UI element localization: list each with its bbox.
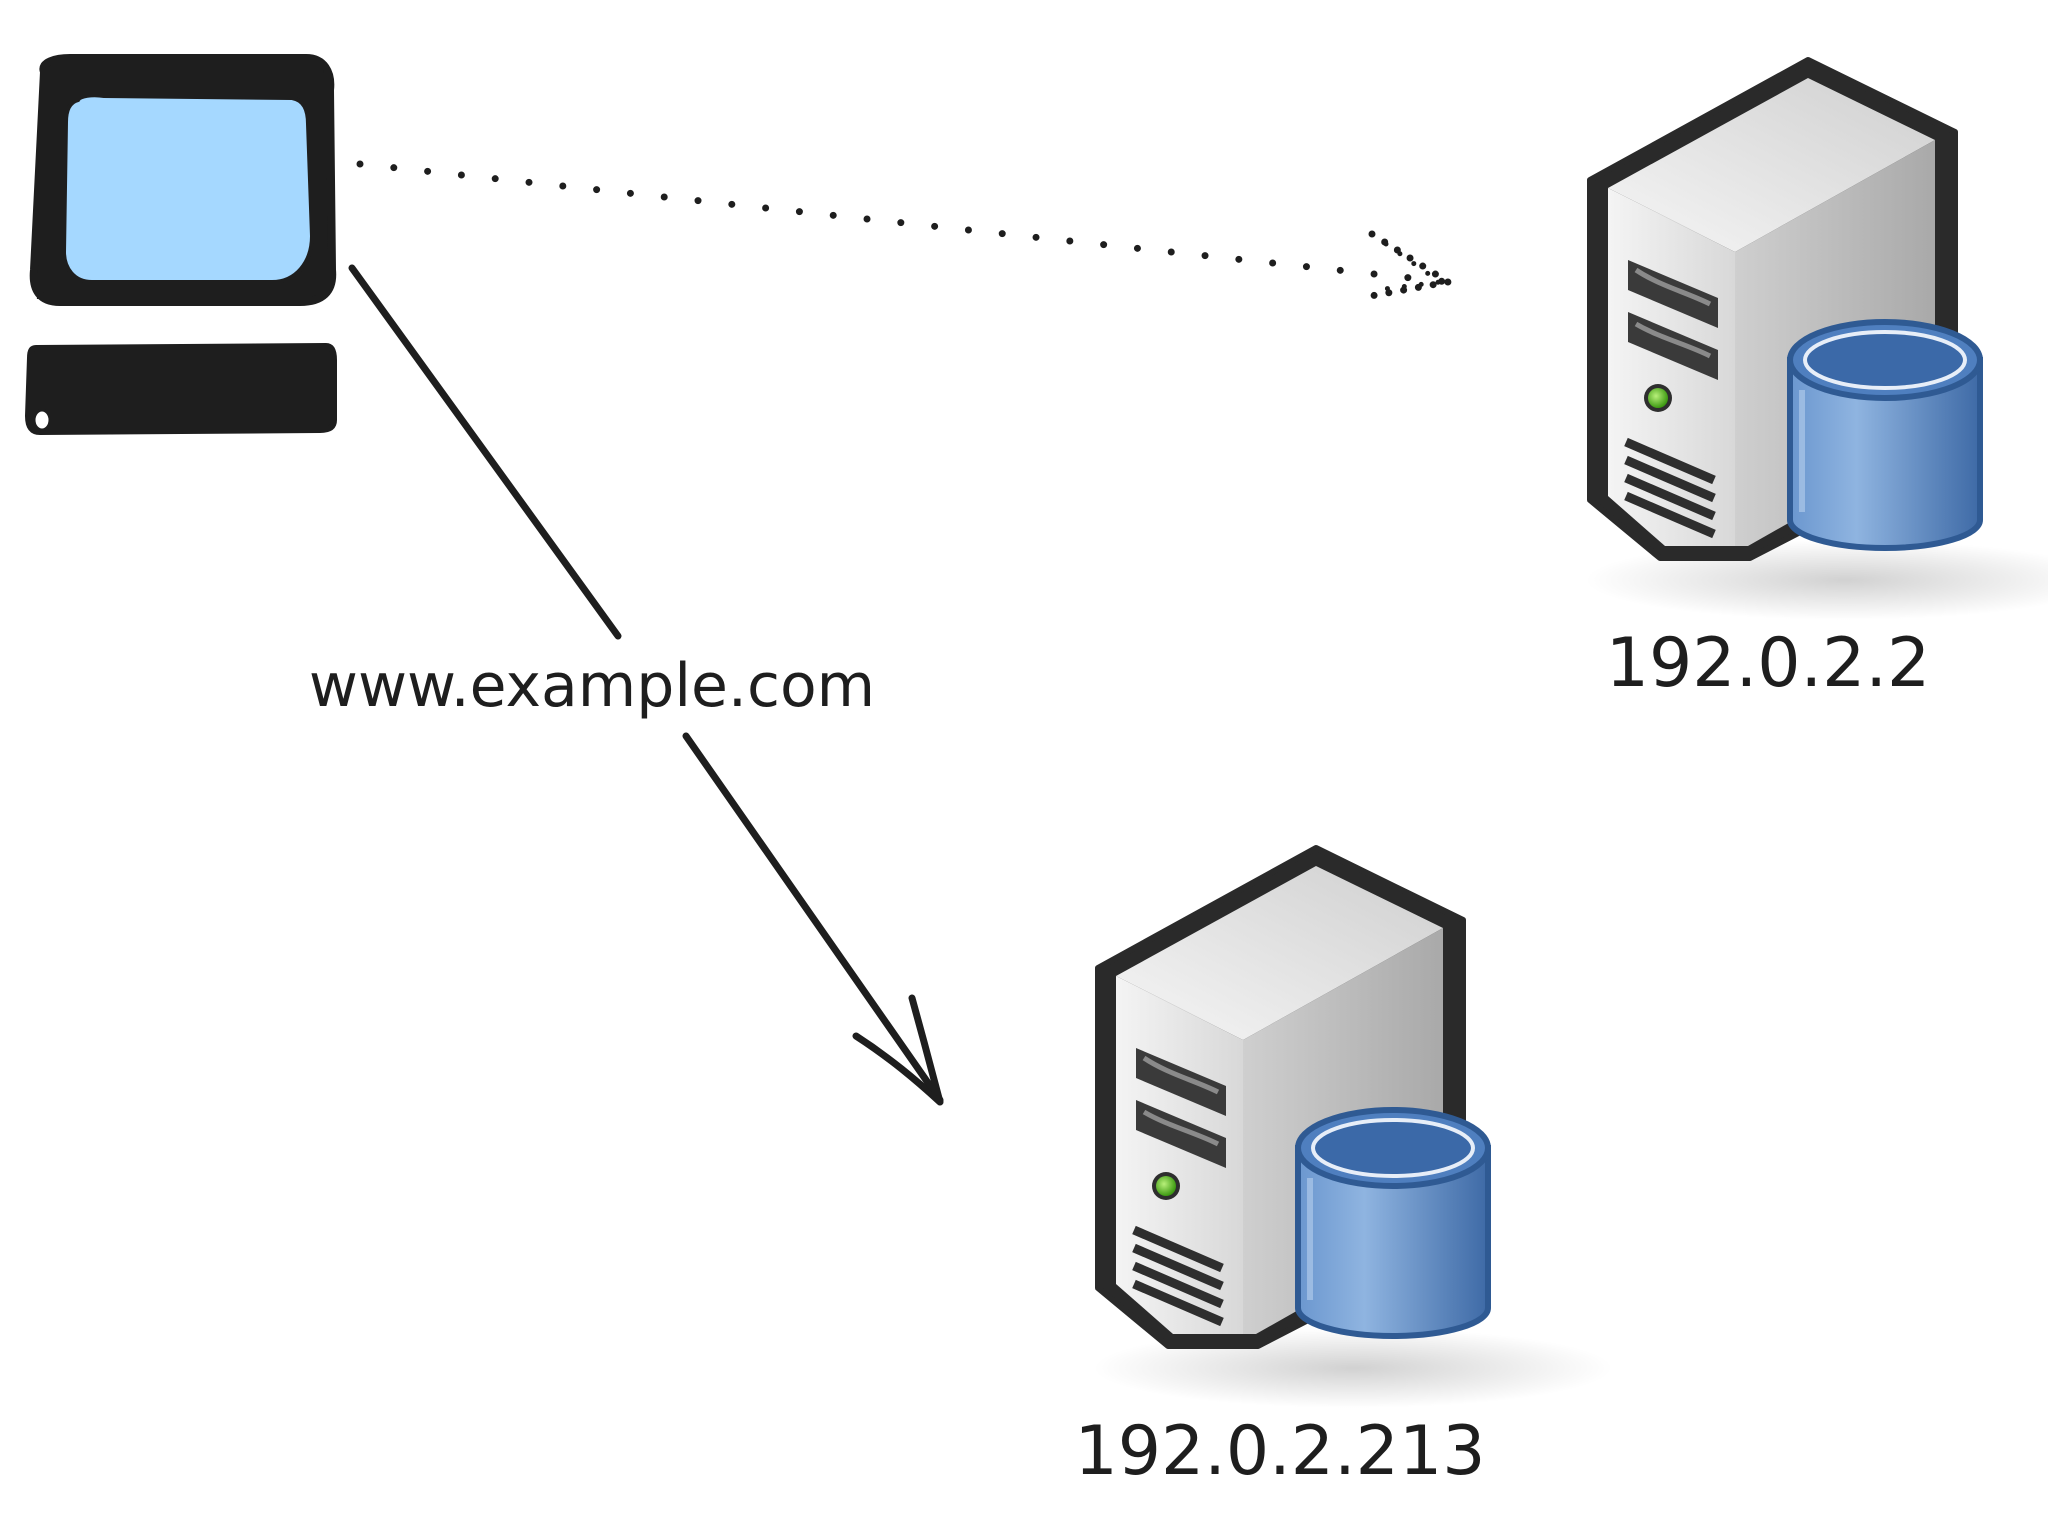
server-top-label: 192.0.2.2 bbox=[1606, 624, 1930, 703]
link-label: www.example.com bbox=[309, 651, 875, 721]
database-server-icon bbox=[1093, 848, 1613, 1408]
database-server-icon bbox=[1585, 60, 2048, 620]
computer-icon bbox=[24, 54, 337, 436]
solid-arrow-to-bottom-server bbox=[348, 264, 944, 1106]
dotted-arrow-to-top-server bbox=[356, 160, 1458, 302]
server-bottom-label: 192.0.2.213 bbox=[1075, 1412, 1486, 1491]
